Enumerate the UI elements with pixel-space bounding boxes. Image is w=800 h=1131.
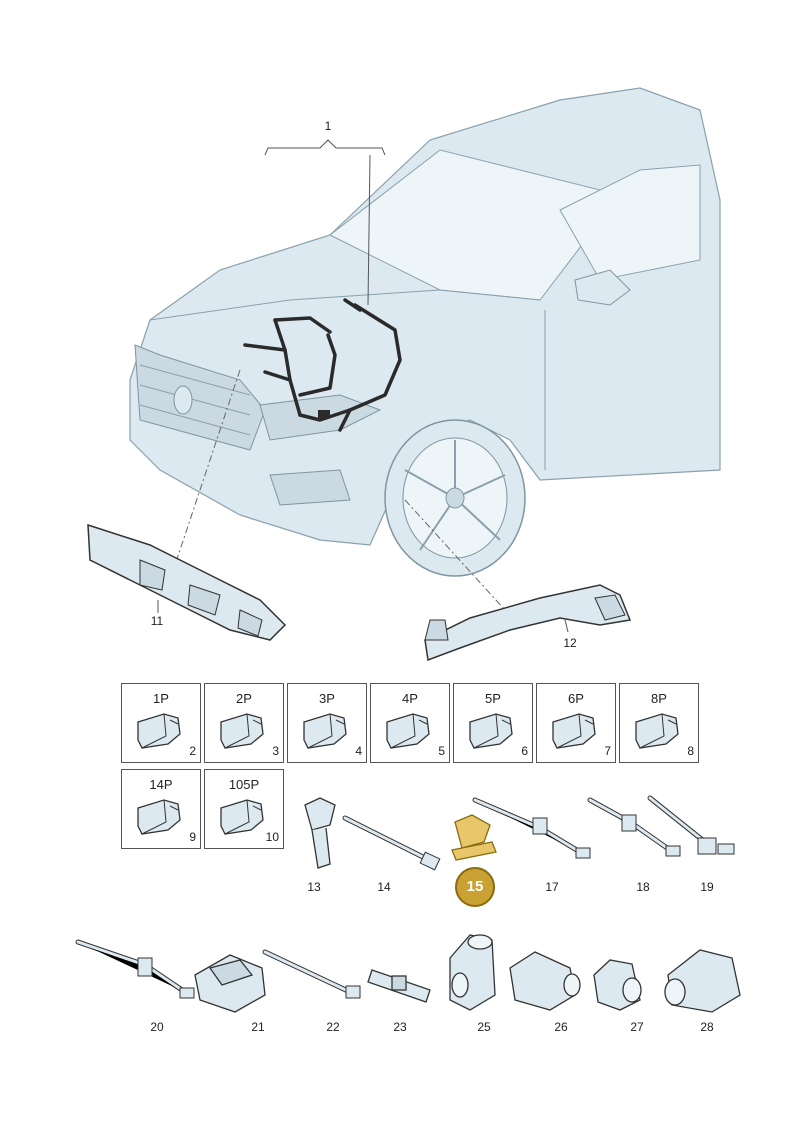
connector-housing-icon bbox=[635, 713, 679, 749]
callout-20-label: 20 bbox=[150, 1020, 164, 1034]
callout-13-label: 13 bbox=[307, 880, 321, 894]
connector-box[interactable]: 4P 5 bbox=[370, 683, 450, 763]
connector-number: 8 bbox=[687, 744, 694, 758]
connector-box[interactable]: 8P 8 bbox=[619, 683, 699, 763]
connector-box[interactable]: 6P 7 bbox=[536, 683, 616, 763]
connector-box[interactable]: 3P 4 bbox=[287, 683, 367, 763]
connector-code: 14P bbox=[149, 777, 173, 792]
part-23-holder bbox=[367, 969, 431, 1003]
connector-box[interactable]: 2P 3 bbox=[204, 683, 284, 763]
connector-code: 6P bbox=[568, 691, 584, 706]
connector-number: 6 bbox=[521, 744, 528, 758]
callout-18-label: 18 bbox=[636, 880, 650, 894]
part-27-housing bbox=[593, 959, 642, 1011]
part-18-cable-tie bbox=[587, 797, 681, 857]
connector-housing-icon bbox=[137, 799, 181, 835]
connector-housing-icon bbox=[137, 713, 181, 749]
callout-26-label: 26 bbox=[554, 1020, 568, 1034]
connector-box[interactable]: 5P 6 bbox=[453, 683, 533, 763]
connector-housing-icon bbox=[386, 713, 430, 749]
part-15-clip bbox=[451, 814, 497, 861]
highlight-badge-15: 15 bbox=[455, 867, 495, 907]
part-12-bracket bbox=[424, 584, 632, 662]
vehicle-illustration bbox=[87, 87, 721, 662]
connector-housing-icon bbox=[220, 799, 264, 835]
callout-1-label: 1 bbox=[324, 119, 332, 133]
callout-23-label: 23 bbox=[393, 1020, 407, 1034]
connector-number: 9 bbox=[189, 830, 196, 844]
connector-housing-icon bbox=[220, 713, 264, 749]
callout-27-label: 27 bbox=[630, 1020, 644, 1034]
connector-code: 3P bbox=[319, 691, 335, 706]
part-19-cable-tie bbox=[647, 795, 735, 855]
part-17-cable-tie bbox=[472, 797, 591, 859]
part-22-cable-tie bbox=[262, 949, 361, 999]
part-13-clip bbox=[304, 797, 336, 869]
part-26-housing bbox=[509, 951, 581, 1011]
connector-code: 5P bbox=[485, 691, 501, 706]
callout-19-label: 19 bbox=[700, 880, 714, 894]
connector-box[interactable]: 14P 9 bbox=[121, 769, 201, 849]
callout-21-label: 21 bbox=[251, 1020, 265, 1034]
connector-code: 105P bbox=[228, 777, 260, 792]
callout-17-label: 17 bbox=[545, 880, 559, 894]
connector-number: 10 bbox=[265, 830, 279, 844]
connector-number: 3 bbox=[272, 744, 279, 758]
callout-22-label: 22 bbox=[326, 1020, 340, 1034]
callout-14-label: 14 bbox=[377, 880, 391, 894]
connector-box[interactable]: 105P 10 bbox=[204, 769, 284, 849]
connector-housing-icon bbox=[552, 713, 596, 749]
callout-28-label: 28 bbox=[700, 1020, 714, 1034]
callout-12-label: 12 bbox=[563, 636, 577, 650]
connector-code: 2P bbox=[236, 691, 252, 706]
part-14-cable-tie bbox=[342, 815, 441, 871]
callout-25-label: 25 bbox=[477, 1020, 491, 1034]
part-20-cable-tie bbox=[75, 939, 195, 999]
connector-housing-icon bbox=[303, 713, 347, 749]
connector-housing-icon bbox=[469, 713, 513, 749]
connector-number: 2 bbox=[189, 744, 196, 758]
connector-box[interactable]: 1P 2 bbox=[121, 683, 201, 763]
connector-code: 1P bbox=[153, 691, 169, 706]
connector-code: 8P bbox=[651, 691, 667, 706]
part-21-holder bbox=[194, 954, 266, 1013]
connector-number: 4 bbox=[355, 744, 362, 758]
part-28-housing bbox=[664, 949, 741, 1013]
connector-number: 5 bbox=[438, 744, 445, 758]
connector-number: 7 bbox=[604, 744, 611, 758]
part-11-bracket bbox=[87, 523, 287, 641]
part-25-housing bbox=[449, 934, 496, 1011]
connector-code: 4P bbox=[402, 691, 418, 706]
callout-11-label: 11 bbox=[150, 614, 164, 628]
